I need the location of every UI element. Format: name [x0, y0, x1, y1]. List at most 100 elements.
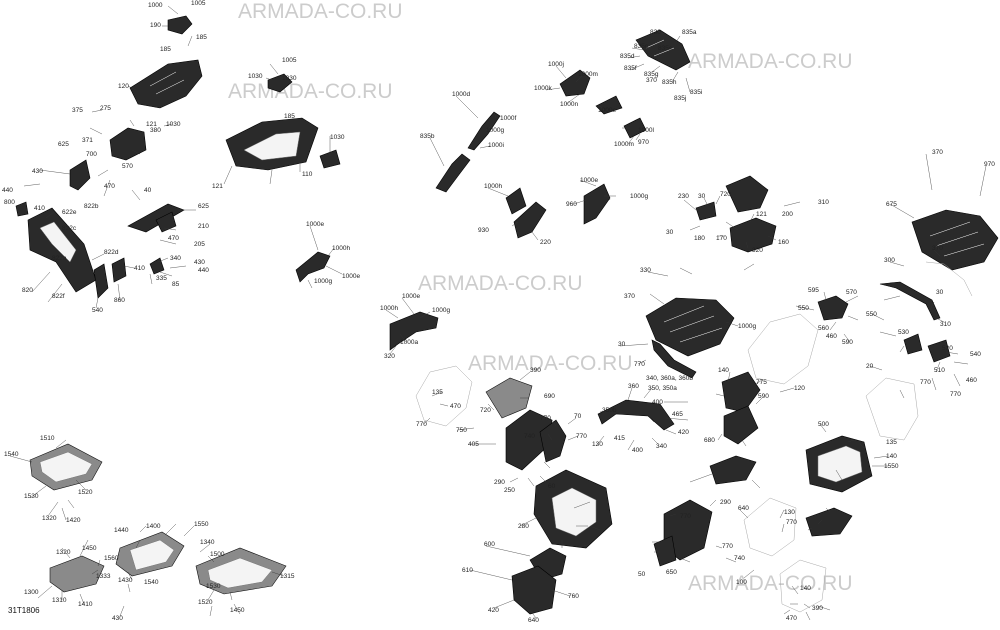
part-number-label: 135 [886, 439, 897, 446]
part-number-label: 770 [786, 519, 797, 526]
part-number-label: 1000e [580, 177, 598, 184]
part-number-label: 930 [478, 227, 489, 234]
part-number-label: 370 [932, 245, 943, 252]
part-number-label: 30 [618, 341, 626, 348]
mat-part [709, 455, 757, 485]
part-number-label: 230 [678, 193, 689, 200]
skid-plate-inset [129, 539, 175, 571]
part-number-label: 185 [284, 113, 295, 120]
part-number-label: 570 [122, 163, 133, 170]
skid-plate-part [49, 555, 105, 593]
part-number-label: 140 [718, 367, 729, 374]
part-number-label: 135 [432, 389, 443, 396]
part-number-label: 350b [602, 407, 617, 414]
leader-lines [9, 5, 987, 621]
part-number-label: 470 [104, 183, 115, 190]
part-number-label: 770 [920, 379, 931, 386]
console-ribs [149, 71, 185, 95]
part-number-label: 330 [640, 267, 651, 274]
part-number-label: 640 [528, 617, 539, 624]
console-part [129, 59, 203, 109]
part-number-label: 750 [456, 427, 467, 434]
part-number-label: 180 [694, 235, 705, 242]
clip-part [155, 211, 177, 233]
part-number-label: 770 [722, 543, 733, 550]
part-number-label: 190 [150, 22, 161, 29]
part-number-label: 1000n [560, 101, 578, 108]
part-number-label: 185 [160, 46, 171, 53]
support-part [721, 371, 761, 413]
part-number-label: 1510 [40, 435, 55, 442]
part-number-label: 370 [624, 293, 635, 300]
part-number-label: 1030 [248, 73, 263, 80]
part-number-label: 1000g [630, 193, 648, 200]
part-number-label: 770 [680, 513, 691, 520]
part-number-label: 740 [524, 433, 535, 440]
part-number-label: 835e [658, 45, 673, 52]
part-number-label: 121 [146, 121, 157, 128]
mount-part [927, 339, 951, 363]
tube-part [651, 339, 697, 379]
part-number-label: 1000m [614, 141, 634, 148]
figure-id: 31T1806 [8, 606, 40, 615]
part-number-label: 1440 [114, 527, 129, 534]
watermarks: ARMADA-CO.RU ARMADA-CO.RU ARMADA-CO.RU A… [228, 0, 853, 595]
watermark: ARMADA-CO.RU [688, 572, 853, 595]
part-number-label: 520 [942, 345, 953, 352]
part-number-label: 770 [634, 361, 645, 368]
part-drawings [15, 15, 999, 615]
part-number-label: 970 [984, 161, 995, 168]
part-number-label: 1000f [500, 115, 516, 122]
panel-part [583, 183, 611, 225]
part-number-label: 960 [566, 201, 577, 208]
part-number-label: 121 [756, 211, 767, 218]
part-number-label: 120 [118, 83, 129, 90]
part-number-label: 405 [468, 441, 479, 448]
skid-plate-inset [207, 557, 273, 589]
part-number-label: 540 [92, 307, 103, 314]
part-number-label: 1000g [738, 323, 756, 330]
part-number-label: 300 [884, 257, 895, 264]
body-panel-part [743, 497, 797, 557]
part-number-label: 390 [530, 367, 541, 374]
part-number-label: 610 [462, 567, 473, 574]
part-number-label: 340 [170, 255, 181, 262]
part-number-label: 1320 [42, 515, 57, 522]
part-number-label: 440 [2, 187, 13, 194]
part-number-label: 600 [484, 541, 495, 548]
part-number-label: 1450 [82, 545, 97, 552]
watermark: ARMADA-CO.RU [688, 50, 853, 73]
part-number-label: 380 [150, 127, 161, 134]
part-number-label: 650 [666, 569, 677, 576]
part-number-label: 430 [194, 259, 205, 266]
part-number-label: 770 [416, 421, 427, 428]
part-number-label: 140 [800, 585, 811, 592]
body-panel-part [779, 559, 827, 613]
box-part [725, 175, 769, 213]
bar-part [925, 261, 973, 297]
part-number-label: 1030 [166, 121, 181, 128]
mount-part [817, 295, 849, 321]
part-number-label: 1000e [598, 107, 616, 114]
part-number-label: 430 [112, 615, 123, 622]
part-number-label: 85 [172, 281, 180, 288]
front-rack-part [645, 297, 735, 357]
part-number-label: 625 [58, 141, 69, 148]
part-number-label: 970 [638, 139, 649, 146]
switch-panel-part [267, 73, 293, 93]
part-number-label: 500 [818, 421, 829, 428]
part-number-label: 1000 [148, 2, 163, 9]
part-number-label: 835h [662, 79, 677, 86]
part-number-label: 50 [638, 571, 646, 578]
rail-part [467, 111, 501, 151]
part-number-label: 465 [672, 411, 683, 418]
part-number-label: 1300 [24, 589, 39, 596]
watermark: ARMADA-CO.RU [468, 352, 633, 375]
part-number-label: 320 [752, 247, 763, 254]
part-number-label: 770 [950, 391, 961, 398]
part-number-label: 1000e [342, 273, 360, 280]
part-number-label: 570 [846, 289, 857, 296]
part-number-label: 100 [736, 579, 747, 586]
